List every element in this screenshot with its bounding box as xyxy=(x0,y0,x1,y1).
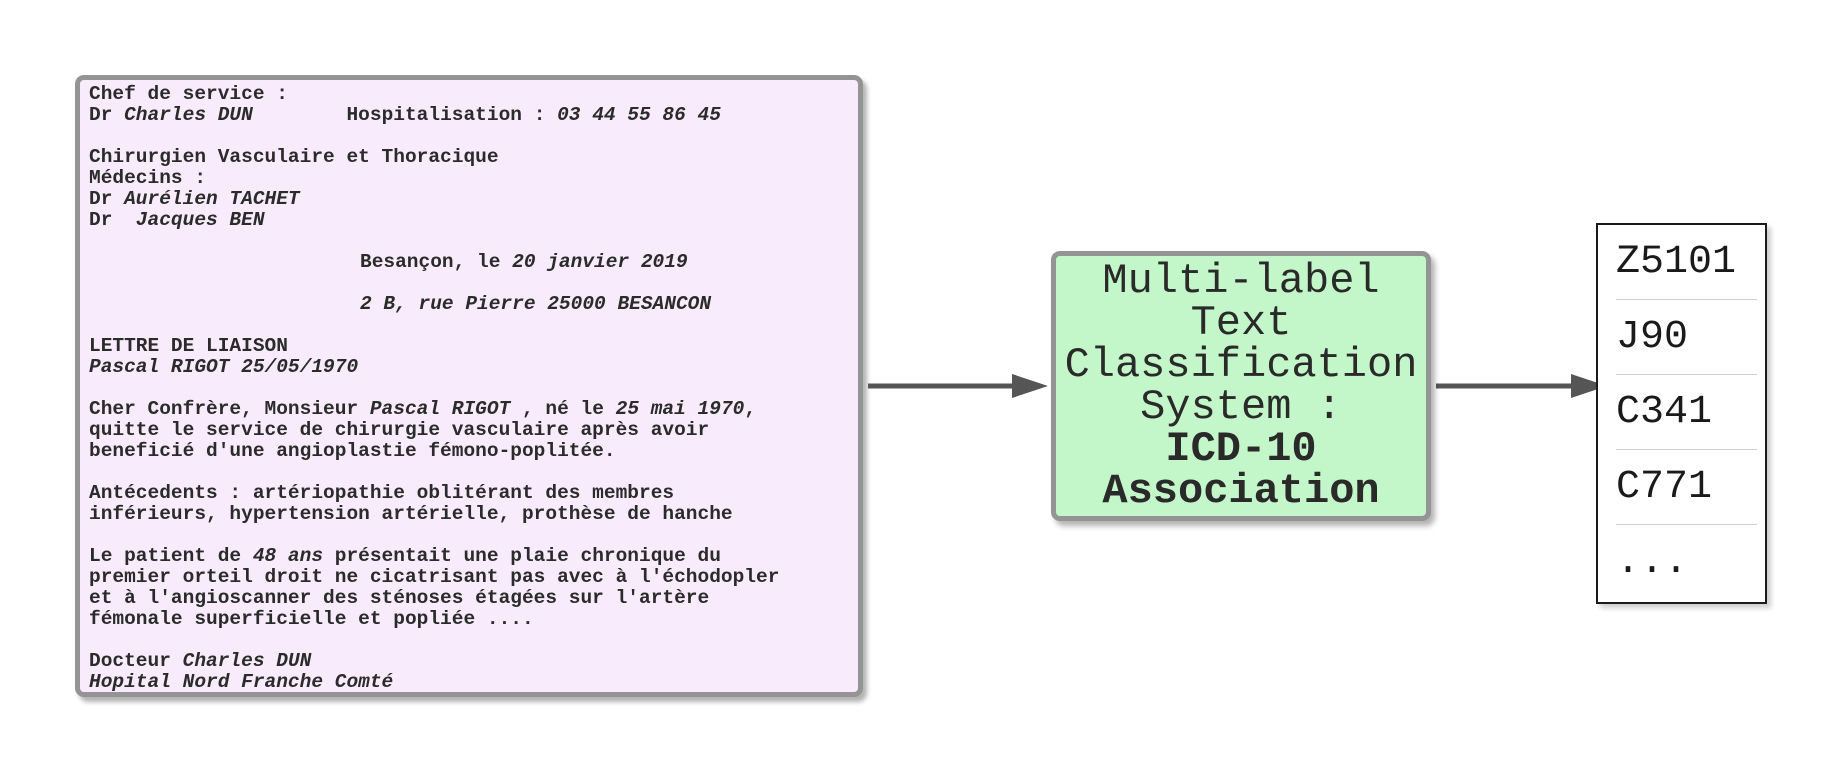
doctor-name: Jacques BEN xyxy=(135,209,265,231)
letter-title: LETTRE DE LIAISON xyxy=(89,335,288,357)
letter-text: Docteur xyxy=(89,650,183,672)
classifier-line: Classification xyxy=(1064,341,1418,389)
icd-code: C771 xyxy=(1616,450,1757,525)
letter-text: Dr xyxy=(89,104,125,126)
icd-code: Z5101 xyxy=(1616,225,1757,300)
letter-line: Antécedents : artériopathie oblitérant d… xyxy=(89,482,675,504)
letter-line: Médecins : xyxy=(89,167,207,189)
signature-name: Charles DUN xyxy=(182,650,312,672)
classifier-line: System : xyxy=(1140,383,1342,431)
letter-text: , xyxy=(744,398,757,420)
patient-line: Pascal RIGOT 25/05/1970 xyxy=(89,357,850,378)
letter-text: Dr xyxy=(89,209,136,231)
classifier-line-bold: Association xyxy=(1102,467,1380,515)
letter-line: inférieurs, hypertension artérielle, pro… xyxy=(89,503,733,525)
letter-line: Dr Charles DUN Hospitalisation : 03 44 5… xyxy=(89,105,850,126)
letter-line: Le patient de 48 ans présentait une plai… xyxy=(89,546,850,567)
patient-age: 48 ans xyxy=(252,545,324,567)
classification-system-box: Multi-label Text Classification System :… xyxy=(1051,251,1431,521)
icd-code: C341 xyxy=(1616,375,1757,450)
arrowhead-icon xyxy=(1571,374,1607,398)
phone-number: 03 44 55 86 45 xyxy=(557,104,721,126)
letter-text: , né le xyxy=(510,398,616,420)
letter-line: Dr Jacques BEN xyxy=(89,210,850,231)
letter-line: quitte le service de chirurgie vasculair… xyxy=(89,419,710,441)
classifier-line: Multi-label xyxy=(1102,257,1380,305)
classifier-line: Text xyxy=(1190,299,1292,347)
patient-line-text: Pascal RIGOT 25/05/1970 xyxy=(89,356,359,378)
doctor-name: Aurélien TACHET xyxy=(124,188,300,210)
icd-code-list: Z5101 J90 C341 C771 ... xyxy=(1596,223,1767,604)
arrowhead-icon xyxy=(1012,374,1048,398)
letter-line: Chirurgien Vasculaire et Thoracique xyxy=(89,146,499,168)
hospital-name-text: Hopital Nord Franche Comté xyxy=(89,671,394,693)
letter-signature: Docteur Charles DUN xyxy=(89,651,850,672)
doctor-name: Charles DUN xyxy=(124,104,253,126)
patient-name: Pascal RIGOT xyxy=(369,398,511,420)
letter-text: Dr xyxy=(89,188,125,210)
letter-text: Cher Confrère, Monsieur xyxy=(89,398,370,420)
letter-line: fémonale superficielle et popliée .... xyxy=(89,608,534,630)
letter-text: Hospitalisation : xyxy=(252,104,558,126)
classifier-line-bold: ICD-10 xyxy=(1165,425,1317,473)
letter-line: Cher Confrère, Monsieur Pascal RIGOT , n… xyxy=(89,399,850,420)
letter-line: premier orteil droit ne cicatrisant pas … xyxy=(89,566,780,588)
letter-line: et à l'angioscanner des sténoses étagées… xyxy=(89,587,710,609)
letter-line: beneficié d'une angioplastie fémono-popl… xyxy=(89,440,616,462)
letter-text: Le patient de xyxy=(89,545,253,567)
letter-line: Chef de service : xyxy=(89,83,288,105)
letter-address: 2 B, rue Pierre 25000 BESANCON xyxy=(89,294,850,315)
letter-text: présentait une plaie chronique du xyxy=(323,545,721,567)
icd-code-more: ... xyxy=(1616,540,1689,585)
letter-text: Besançon, le xyxy=(360,251,513,273)
letter-line: Dr Aurélien TACHET xyxy=(89,189,850,210)
letter-date-line: Besançon, le 20 janvier 2019 xyxy=(89,252,850,273)
discharge-letter: Chef de service : Dr Charles DUN Hospita… xyxy=(75,75,863,697)
letter-date: 20 janvier 2019 xyxy=(512,251,688,273)
patient-birthdate: 25 mai 1970 xyxy=(615,398,745,420)
icd-code: J90 xyxy=(1616,300,1757,375)
letter-address-text: 2 B, rue Pierre 25000 BESANCON xyxy=(360,293,712,315)
hospital-name: Hopital Nord Franche Comté xyxy=(89,672,850,693)
